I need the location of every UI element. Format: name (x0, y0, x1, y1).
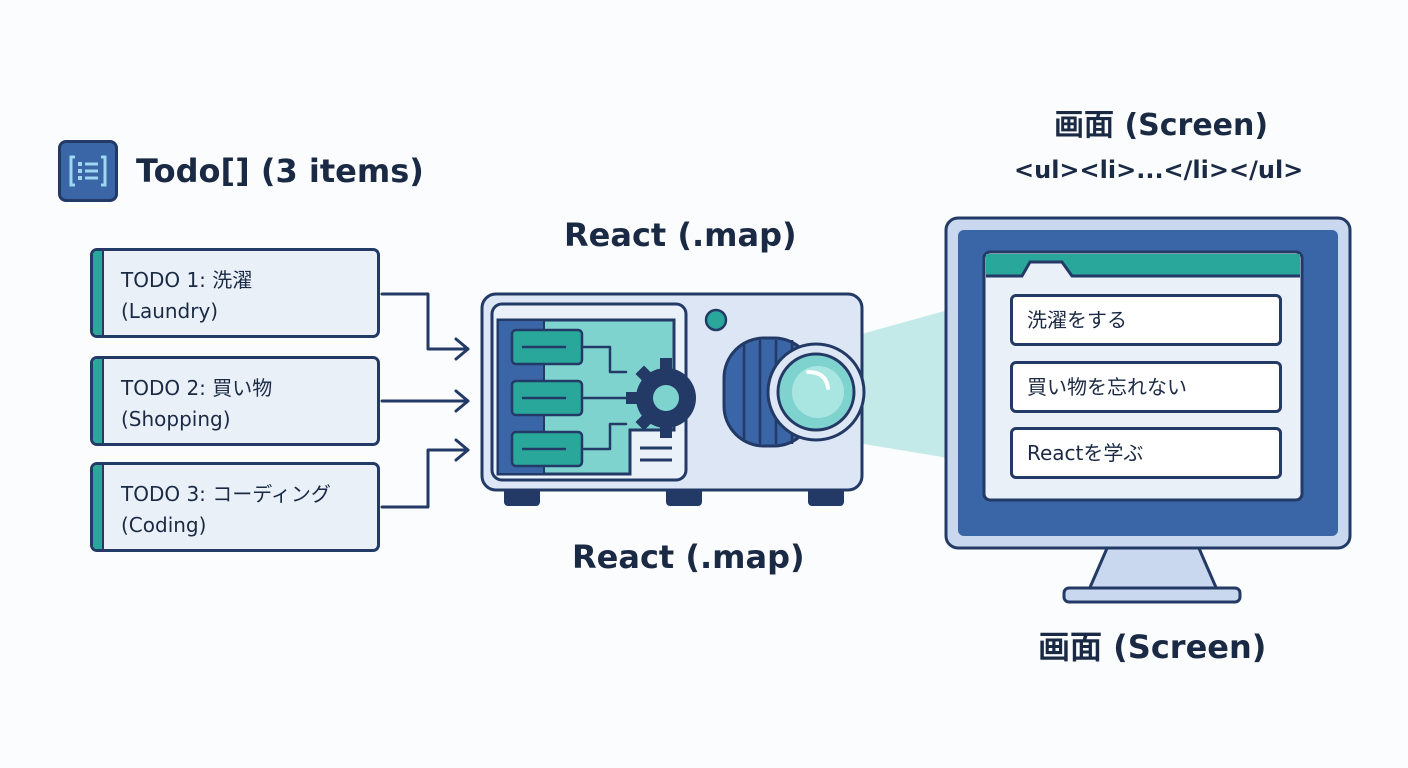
arrow-todo1 (380, 292, 470, 361)
screen-title: 画面 (Screen) (1054, 108, 1269, 143)
screen-list-item: Reactを学ぶ (1010, 427, 1282, 479)
todo-card-text: TODO 2: 買い物 (Shopping) (121, 373, 272, 435)
processor-label-top: React (.map) (564, 216, 797, 254)
list-header-icon (58, 140, 118, 202)
todo-english: (Coding) (121, 513, 207, 537)
card-accent (93, 251, 104, 335)
screen-list-item: 買い物を忘れない (1010, 361, 1282, 413)
projector-icon (480, 292, 866, 506)
todo-card-1: TODO 1: 洗濯 (Laundry) (90, 248, 380, 338)
todo-card-text: TODO 3: コーディング (Coding) (121, 479, 331, 541)
connector-arrows (380, 292, 470, 509)
card-accent (93, 359, 104, 443)
todo-card-text: TODO 1: 洗濯 (Laundry) (121, 265, 252, 327)
processor-label-bottom: React (.map) (572, 538, 805, 576)
todo-card-3: TODO 3: コーディング (Coding) (90, 462, 380, 552)
screen-list-item: 洗濯をする (1010, 294, 1282, 346)
todo-label: TODO 2: 買い物 (121, 376, 273, 400)
todo-english: (Shopping) (121, 407, 231, 431)
card-accent (93, 465, 104, 549)
arrow-todo3 (380, 438, 470, 509)
todo-card-2: TODO 2: 買い物 (Shopping) (90, 356, 380, 446)
list-title: Todo[] (3 items) (136, 152, 424, 190)
list-icon (69, 155, 107, 187)
arrow-todo2 (380, 389, 470, 413)
screen-label-bottom: 画面 (Screen) (1038, 628, 1267, 666)
todo-label: TODO 3: コーディング (121, 482, 331, 506)
todo-english: (Laundry) (121, 299, 219, 323)
lens-icon (722, 336, 866, 448)
gear-icon (626, 358, 696, 438)
screen-code: <ul><li>...</li></ul> (1014, 156, 1304, 184)
todo-label: TODO 1: 洗濯 (121, 268, 253, 292)
